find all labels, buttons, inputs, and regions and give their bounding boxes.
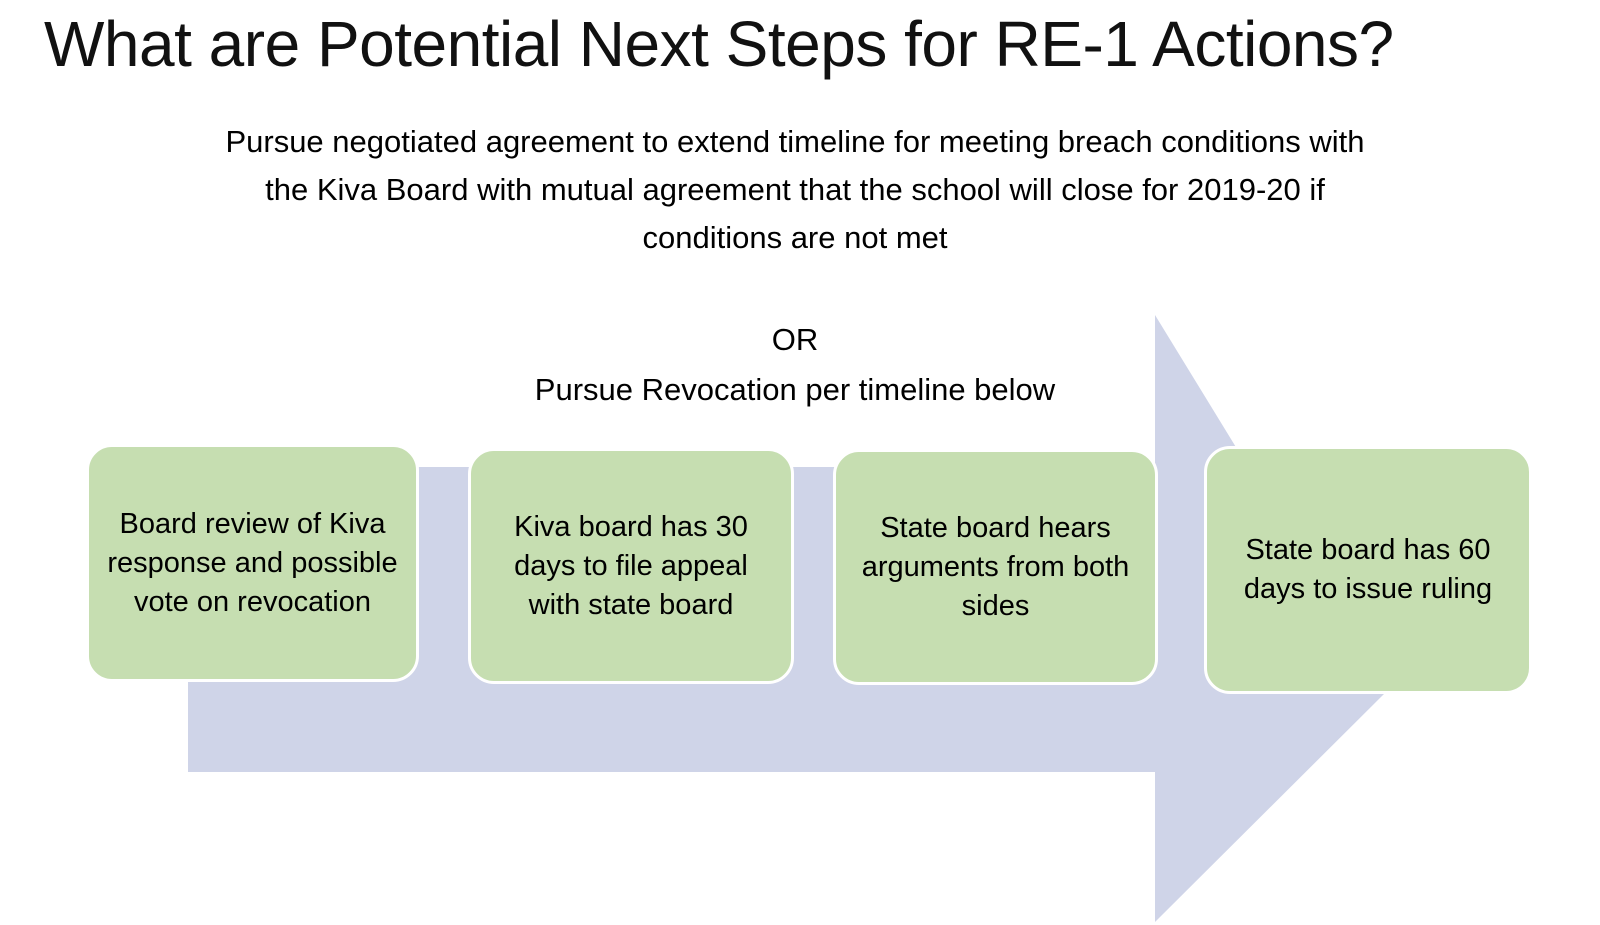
timeline-step-2[interactable]: Kiva board has 30 days to file appeal wi…: [468, 448, 794, 684]
timeline-step-2-label: Kiva board has 30 days to file appeal wi…: [514, 510, 748, 621]
alternative-option-block: OR Pursue Revocation per timeline below: [60, 315, 1530, 415]
page-title: What are Potential Next Steps for RE-1 A…: [44, 8, 1394, 80]
timeline-step-4-label: State board has 60 days to issue ruling: [1243, 534, 1493, 605]
timeline-step-3-label: State board hears arguments from both si…: [861, 511, 1130, 622]
revocation-option-label: Pursue Revocation per timeline below: [534, 372, 1056, 407]
subtitle-block: Pursue negotiated agreement to extend ti…: [60, 118, 1530, 262]
subtitle-line-1: Pursue negotiated agreement to extend ti…: [225, 124, 1365, 159]
timeline-step-1-label: Board review of Kiva response and possib…: [107, 507, 398, 618]
timeline-step-4[interactable]: State board has 60 days to issue ruling: [1204, 446, 1532, 694]
timeline-step-1[interactable]: Board review of Kiva response and possib…: [86, 444, 419, 682]
subtitle-line-3: conditions are not met: [642, 220, 948, 255]
timeline-step-3[interactable]: State board hears arguments from both si…: [833, 449, 1158, 685]
subtitle-line-2: the Kiva Board with mutual agreement tha…: [265, 172, 1325, 207]
or-connector-label: OR: [771, 322, 819, 357]
